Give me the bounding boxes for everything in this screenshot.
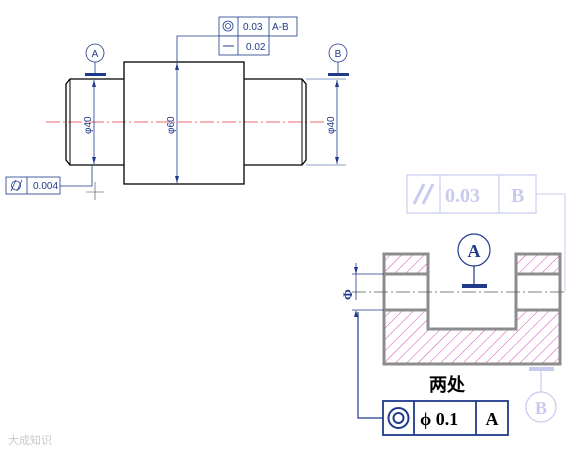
- part-note: 两处: [429, 374, 466, 396]
- circular-runout-icon: [222, 20, 234, 32]
- part-view: 0.03 B Φ A B 两处: [340, 174, 566, 436]
- concentricity-icon: [387, 407, 410, 429]
- part-datum-a-base: [462, 284, 487, 288]
- watermark: 大成知识: [8, 434, 52, 447]
- part-datum-b-circle: [525, 391, 557, 423]
- datum-b-base: [328, 73, 349, 76]
- dim-right-arrow-bottom: [335, 157, 339, 164]
- part-datum-a-label: A: [468, 241, 481, 261]
- part-datum-b-label: B: [535, 398, 547, 418]
- dim-right-arrow-top: [335, 80, 339, 87]
- fcf-top-leader: [176, 35, 219, 62]
- fcf-parallel-leader: [536, 193, 566, 292]
- dim-left-label: φ40: [83, 116, 94, 134]
- datum-a-base: [85, 73, 106, 76]
- fcf-left: 0.004: [5, 166, 104, 200]
- fcf-top-row2-value: 0.02: [246, 42, 266, 53]
- fcf-left-leader: [60, 166, 93, 187]
- part-dia-symbol: Φ: [340, 289, 355, 300]
- datum-a-label: A: [92, 49, 99, 60]
- part-datum-b-base: [529, 367, 554, 371]
- fcf-top-row1-value: 0.03: [243, 22, 263, 33]
- fcf-concentric-datum: A: [486, 409, 499, 429]
- dim-right-label: φ40: [326, 116, 337, 134]
- fcf-parallel-datum: B: [511, 185, 524, 207]
- dim-center-arrow-bottom: [175, 176, 179, 183]
- fcf-left-value: 0.004: [33, 181, 58, 192]
- shaft-center-body: [123, 61, 245, 185]
- part-dim-arrow-top: [354, 267, 358, 274]
- parallelism-icon: [412, 183, 435, 205]
- dim-left-arrow-bottom: [92, 157, 96, 164]
- fcf-top-row1-datum: A-B: [272, 22, 289, 33]
- part-top-left-block: [382, 252, 430, 276]
- dim-center-arrow-top: [175, 63, 179, 70]
- fcf-concentric-value: ϕ 0.1: [420, 409, 458, 429]
- dim-left-arrow-top: [92, 80, 96, 87]
- fcf-parallel: 0.03 B: [406, 174, 566, 292]
- part-dim-arrow-bottom: [354, 310, 358, 317]
- part-base-notch: [428, 310, 516, 329]
- part-top-right-block: [514, 252, 562, 276]
- fcf-top: 0.03 A-B 0.02: [176, 16, 298, 62]
- dim-center-label: φ60: [166, 116, 177, 134]
- fcf-concentric-leader: [357, 312, 383, 419]
- fcf-concentric: ϕ 0.1 A: [357, 312, 509, 436]
- cylindricity-icon: [10, 179, 23, 192]
- datum-b-label: B: [335, 49, 342, 60]
- shaft-left-journal: [65, 78, 124, 166]
- shaft-right-journal: [244, 78, 307, 166]
- fcf-parallel-value: 0.03: [445, 185, 480, 207]
- shaft-view: φ40 φ60 φ40 A B: [5, 16, 349, 200]
